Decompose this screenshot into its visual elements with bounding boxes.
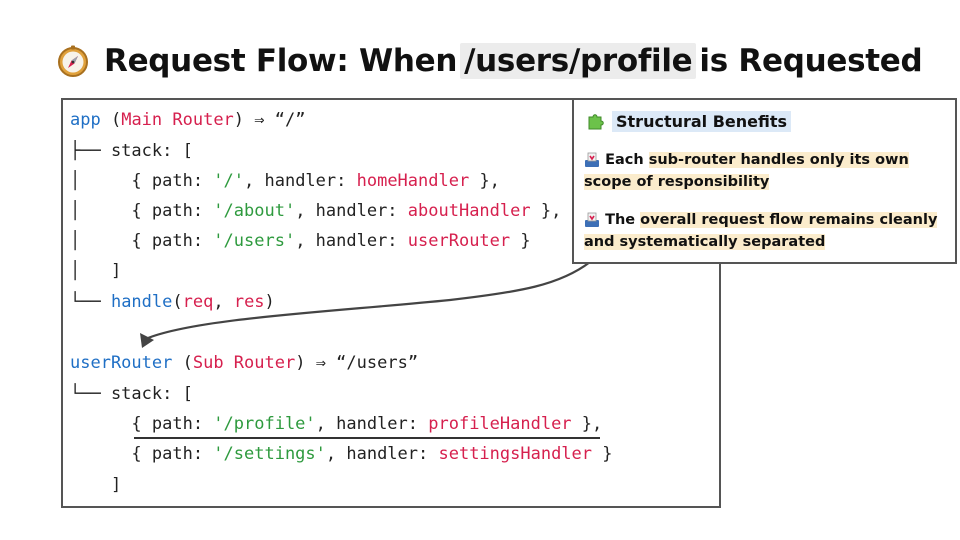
sub-router-line: userRouter (Sub Router) ⇒ “/users” — [70, 350, 418, 376]
route-mid: , handler: — [295, 231, 408, 251]
inbox-tray-icon — [585, 212, 599, 227]
route-path: '/profile' — [213, 414, 316, 434]
app-router-line: app (Main Router) ⇒ “/” — [70, 107, 305, 133]
route-path: '/users' — [213, 231, 296, 251]
arg-res: res — [233, 292, 265, 312]
app-route-home: │ { path: '/', handler: homeHandler }, — [70, 168, 500, 194]
route-mid: , handler: — [295, 201, 408, 221]
route-handler: profileHandler — [428, 414, 572, 434]
app-route-users: │ { path: '/users', handler: userRouter … — [70, 228, 531, 254]
app-route: “/” — [274, 110, 306, 130]
benefit-highlight: scope of responsibility — [584, 174, 770, 190]
sub-router-name: userRouter — [70, 353, 173, 373]
route-path: '/settings' — [213, 444, 326, 464]
route-handler: settingsHandler — [438, 444, 593, 464]
main-router-label: Main Router — [121, 110, 234, 130]
arg-req: req — [182, 292, 214, 312]
app-stack-open: ├── stack: [ — [70, 141, 193, 161]
route-prefix: │ { path: — [70, 171, 214, 191]
route-prefix: │ { path: — [70, 231, 214, 251]
sub-stack-open: └── stack: [ — [70, 384, 193, 404]
route-mid: , handler: — [325, 444, 439, 464]
benefits-title: Structural Benefits — [586, 108, 792, 134]
benefit-text: Each — [605, 152, 649, 168]
benefit-item-1: Each sub-router handles only its own scop… — [584, 149, 944, 193]
title-path-highlight: /users/profile — [460, 43, 697, 79]
route-prefix: { path: — [70, 414, 214, 434]
compass-icon — [58, 45, 88, 77]
sub-router-label: Sub Router — [192, 353, 296, 373]
route-suffix: } — [510, 231, 531, 251]
route-path: '/about' — [213, 201, 296, 221]
app-route-about: │ { path: '/about', handler: aboutHandle… — [70, 198, 561, 224]
structural-benefits-panel: Structural Benefits Each sub-router hand… — [572, 98, 957, 264]
route-mid: , handler: — [244, 171, 357, 191]
route-arrow: ⇒ — [305, 353, 337, 373]
sub-route-profile: { path: '/profile', handler: profileHand… — [70, 411, 602, 437]
route-path: '/' — [213, 171, 245, 191]
benefit-text: The — [605, 212, 641, 228]
benefits-title-text: Structural Benefits — [612, 110, 792, 132]
benefit-item-2: The overall request flow remains cleanly… — [584, 209, 944, 253]
route-arrow: ⇒ — [244, 110, 275, 130]
route-suffix: }, — [571, 414, 603, 434]
paren-close: ) — [233, 110, 245, 130]
paren-open: ( — [172, 353, 193, 373]
puzzle-piece-icon — [588, 114, 604, 130]
route-prefix: │ { path: — [70, 201, 214, 221]
route-handler: userRouter — [407, 231, 511, 251]
route-suffix: } — [592, 444, 613, 464]
app-name: app — [70, 110, 101, 130]
handle-fn: handle — [110, 292, 173, 312]
arrow-head — [140, 333, 154, 348]
handle-line: └── handle(req, res) — [70, 289, 275, 315]
title-prefix: Request Flow: When — [104, 43, 458, 79]
sub-route: “/users” — [336, 353, 419, 373]
app-stack-close: │ ] — [70, 261, 122, 281]
tree-branch: └── — [70, 292, 111, 312]
paren-close: ) — [295, 353, 306, 373]
route-suffix: }, — [530, 201, 562, 221]
benefit-highlight: overall request flow remains cleanly — [640, 212, 938, 228]
route-handler: homeHandler — [356, 171, 470, 191]
title-suffix: is Requested — [699, 43, 923, 79]
page-title: Request Flow: When /users/profile is Req… — [56, 38, 923, 84]
paren-close: ) — [264, 292, 275, 312]
paren-open: ( — [100, 110, 122, 130]
route-suffix: }, — [469, 171, 500, 191]
benefit-highlight: sub-router handles only its own — [648, 152, 909, 168]
route-prefix: { path: — [70, 444, 214, 464]
benefit-highlight: and systematically separated — [584, 234, 826, 250]
sub-route-settings: { path: '/settings', handler: settingsHa… — [70, 441, 613, 467]
profile-route-underline — [134, 437, 600, 439]
route-mid: , handler: — [315, 414, 429, 434]
arg-sep: , — [213, 292, 234, 312]
route-handler: aboutHandler — [407, 201, 531, 221]
paren-open: ( — [172, 292, 183, 312]
inbox-tray-icon — [585, 152, 599, 167]
sub-stack-close: ] — [70, 475, 122, 495]
